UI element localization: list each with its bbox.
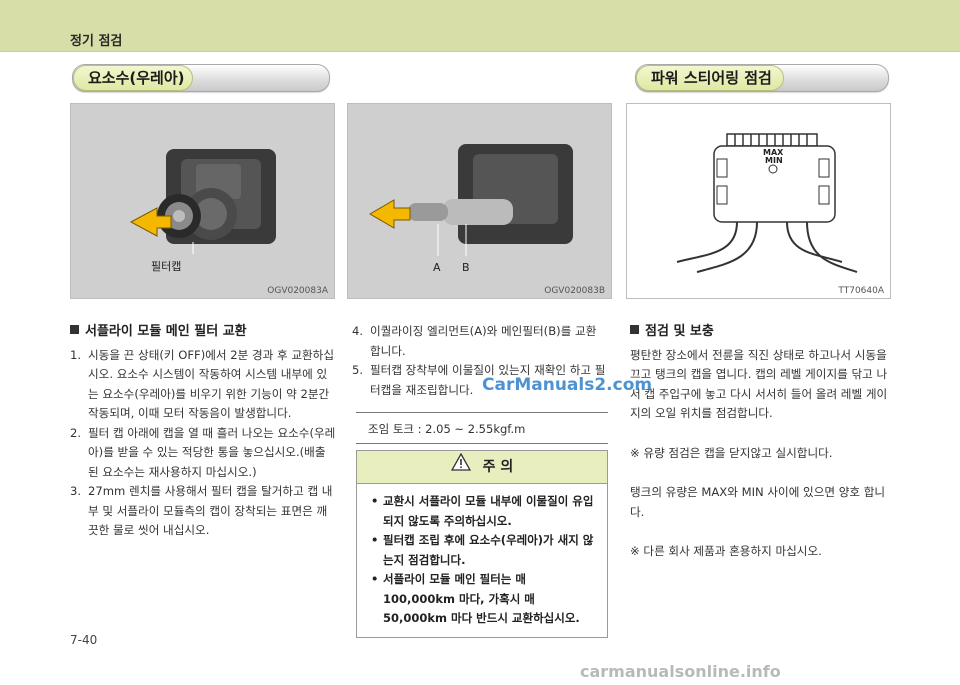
step-number: 4.	[352, 324, 364, 338]
right-heading-row: 점검 및 보충	[630, 322, 892, 342]
photo-reservoir: MAX MIN TT70640A	[626, 103, 891, 299]
caution-item: 필터캡 조립 후에 요소수(우레아)가 새지 않는지 점검합니다.	[371, 531, 597, 570]
filter-cap-label: 필터캡	[151, 260, 182, 273]
page-number: 7-40	[70, 633, 98, 647]
step-item: 2. 필터 캡 아래에 캡을 열 때 흘러 나오는 요소수(우레아)를 받을 수 …	[70, 424, 336, 483]
left-column: 서플라이 모듈 메인 필터 교환 1. 시동을 끈 상태(키 OFF)에서 2분 …	[70, 322, 336, 541]
right-heading: 점검 및 보충	[645, 324, 714, 339]
title-pill-right: 파워 스티어링 점검	[635, 64, 889, 92]
step-item: 1. 시동을 끈 상태(키 OFF)에서 2분 경과 후 교환하십시오. 요소수 …	[70, 346, 336, 424]
caution-title: 주 의	[482, 459, 514, 475]
header-bar	[0, 0, 960, 52]
photo-filter-parts: A B OGV020083B	[347, 103, 612, 299]
supply-module-illustration	[129, 149, 276, 254]
step-text: 이퀄라이징 엘리먼트(A)와 메인필터(B)를 교환 합니다.	[370, 324, 597, 358]
step-number: 3.	[70, 484, 82, 498]
left-steps: 1. 시동을 끈 상태(키 OFF)에서 2분 경과 후 교환하십시오. 요소수 …	[70, 346, 336, 541]
square-bullet-icon	[70, 325, 79, 334]
right-paragraph-2: 탱크의 유량은 MAX와 MIN 사이에 있으면 양호 합니다.	[630, 485, 886, 519]
left-heading-row: 서플라이 모듈 메인 필터 교환	[70, 322, 336, 342]
step-text: 필터캡 장착부에 이물질이 있는지 재확인 하고 필터캡을 재조립합니다.	[370, 363, 606, 397]
caution-list: 교환시 서플라이 모듈 내부에 이물질이 유입되지 않도록 주의하십시오. 필터…	[357, 492, 607, 629]
step-item: 3. 27mm 렌치를 사용해서 필터 캡을 탈거하고 캡 내부 및 서플라이 모…	[70, 482, 336, 541]
middle-steps: 4. 이퀄라이징 엘리먼트(A)와 메인필터(B)를 교환 합니다. 5. 필터캡 …	[352, 322, 610, 400]
step-item: 4. 이퀄라이징 엘리먼트(A)와 메인필터(B)를 교환 합니다.	[352, 322, 610, 361]
label-a: A	[433, 261, 441, 274]
square-bullet-icon	[630, 325, 639, 334]
photo-code-2: OGV020083B	[544, 286, 605, 296]
caution-header: 주 의	[357, 451, 607, 484]
step-number: 5.	[352, 363, 364, 377]
right-paragraph-1: 평탄한 장소에서 전륜을 직진 상태로 하고나서 시동을 끄고 탱크의 캡을 엽…	[630, 347, 888, 421]
caution-item: 교환시 서플라이 모듈 내부에 이물질이 유입되지 않도록 주의하십시오.	[371, 492, 597, 531]
min-label: MIN	[765, 156, 783, 165]
step-number: 2.	[70, 425, 82, 440]
torque-spec: 조임 토크 : 2.05 ~ 2.55kgf.m	[356, 412, 608, 444]
title-left: 요소수(우레아)	[73, 65, 193, 91]
middle-column: 4. 이퀄라이징 엘리먼트(A)와 메인필터(B)를 교환 합니다. 5. 필터캡 …	[352, 322, 610, 400]
step-text: 27mm 렌치를 사용해서 필터 캡을 탈거하고 캡 내부 및 서플라이 모듈측…	[88, 484, 333, 537]
label-b: B	[462, 261, 470, 274]
reservoir-illustration	[676, 133, 858, 273]
right-column: 점검 및 보충 평탄한 장소에서 전륜을 직진 상태로 하고나서 시동을 끄고 …	[630, 322, 892, 562]
left-heading: 서플라이 모듈 메인 필터 교환	[85, 324, 247, 339]
max-label: MAX	[763, 148, 784, 157]
photo-filter-cap: 필터캡 OGV020083A	[70, 103, 335, 299]
step-text: 필터 캡 아래에 캡을 열 때 흘러 나오는 요소수(우레아)를 받을 수 있는…	[88, 425, 336, 479]
caution-box: 주 의 교환시 서플라이 모듈 내부에 이물질이 유입되지 않도록 주의하십시오…	[356, 450, 608, 638]
section-title: 정기 점검	[70, 34, 123, 49]
watermark-carmanualsonline: carmanualsonline.info	[580, 662, 781, 681]
right-note-1: ※ 유량 점검은 캡을 닫지않고 실시합니다.	[630, 445, 833, 460]
step-item: 5. 필터캡 장착부에 이물질이 있는지 재확인 하고 필터캡을 재조립합니다.	[352, 361, 610, 400]
filter-parts-illustration	[369, 144, 573, 256]
watermark-carmanuals2: CarManuals2.com	[482, 375, 653, 395]
right-note-2: ※ 다른 회사 제품과 혼용하지 마십시오.	[630, 544, 822, 558]
photo-code-1: OGV020083A	[267, 286, 328, 296]
photo-code-3: TT70640A	[838, 286, 884, 296]
step-number: 1.	[70, 347, 82, 362]
title-pill-left: 요소수(우레아)	[72, 64, 330, 92]
warning-triangle-icon	[450, 451, 471, 483]
title-right: 파워 스티어링 점검	[636, 65, 784, 91]
step-text: 시동을 끈 상태(키 OFF)에서 2분 경과 후 교환하십시오. 요소수 시스…	[88, 347, 335, 421]
caution-item: 서플라이 모듈 메인 필터는 매 100,000km 마다, 가혹시 매 50,…	[371, 570, 597, 629]
